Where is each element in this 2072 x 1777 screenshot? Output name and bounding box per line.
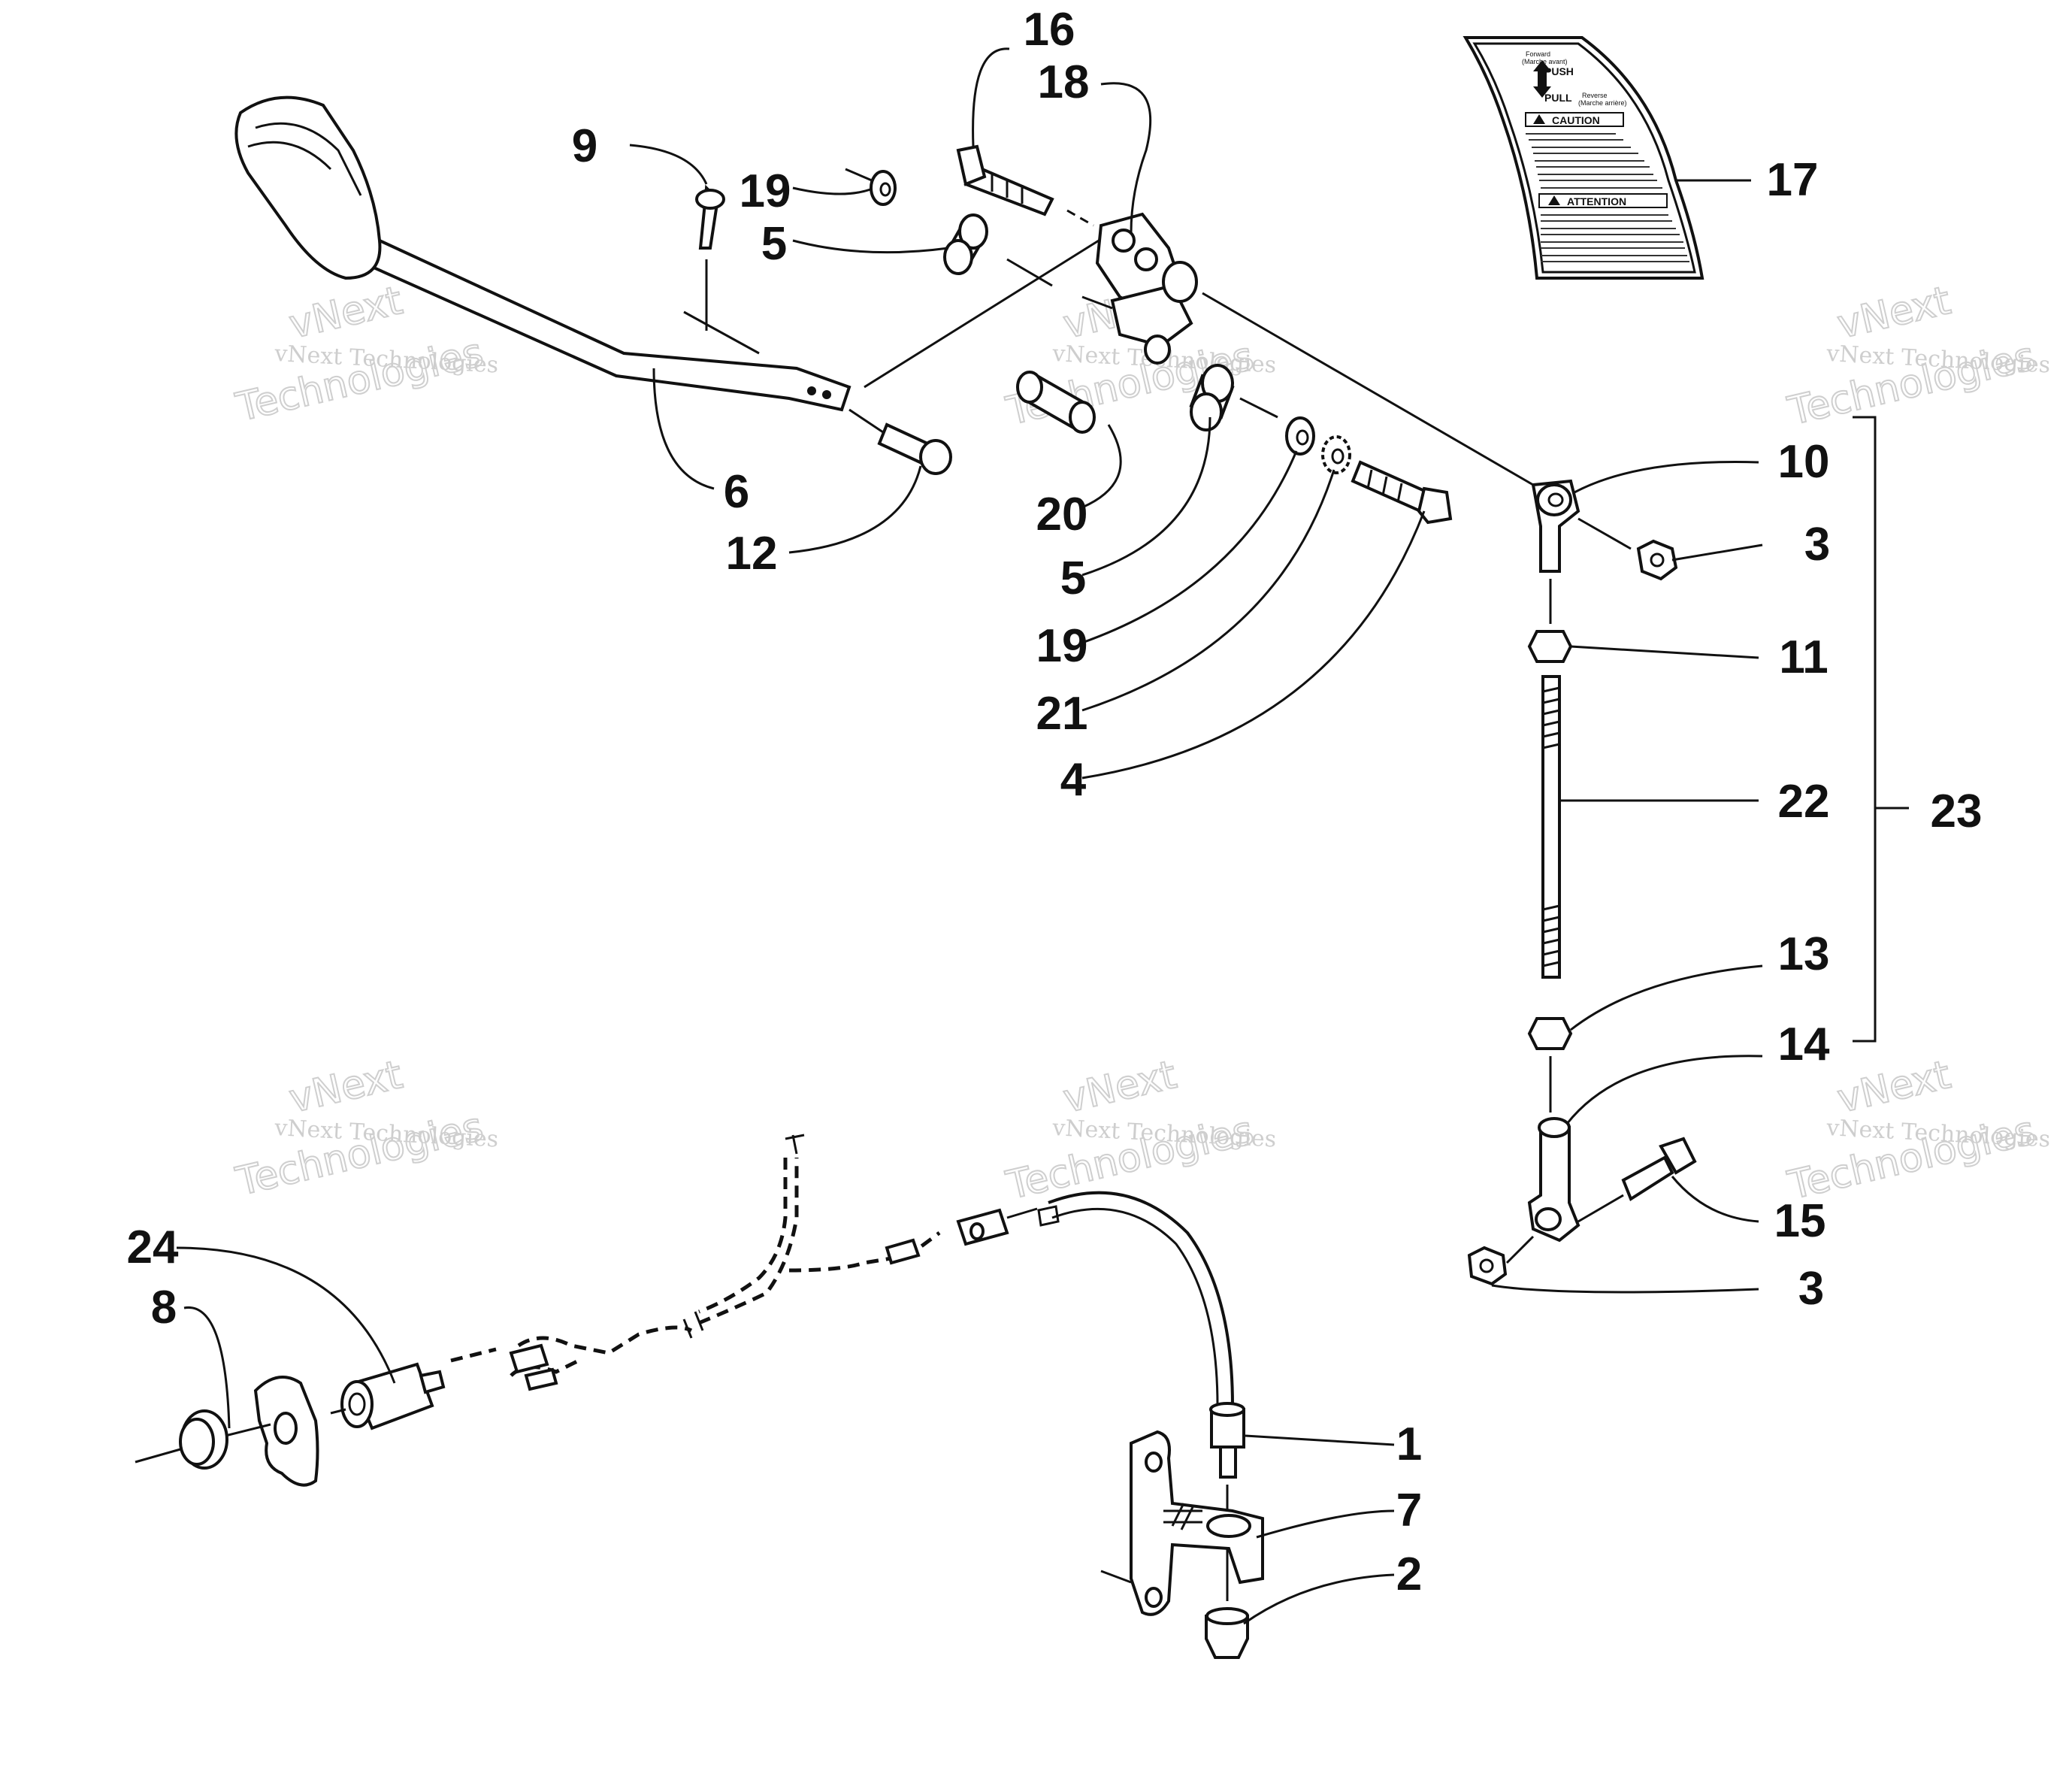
- callout-3-lower: 3: [1798, 1263, 1824, 1315]
- callout-19-lower: 19: [1036, 620, 1088, 672]
- reverse-switch: [330, 1362, 446, 1430]
- nut-lower: [1467, 1235, 1535, 1286]
- spacer-top: [943, 213, 1053, 287]
- callout-10: 10: [1778, 436, 1830, 488]
- decal-attention: ATTENTION: [1567, 195, 1626, 207]
- mounting-plate: [225, 1376, 319, 1487]
- callout-7: 7: [1396, 1485, 1422, 1536]
- lock-washer: [1321, 435, 1351, 474]
- callout-16: 16: [1024, 4, 1075, 56]
- cotter-pin: [695, 184, 725, 316]
- shift-lever: [234, 95, 851, 412]
- jam-nut-lower: [1527, 1017, 1573, 1050]
- sensor-cable: [956, 1191, 1234, 1406]
- watermark-top-right: vNext Technologies vNext Technologies: [1783, 277, 2051, 435]
- callout-9: 9: [572, 120, 597, 172]
- callout-22: 22: [1778, 776, 1830, 828]
- callout-17: 17: [1767, 154, 1819, 206]
- jam-nut-upper: [1527, 630, 1573, 663]
- watermark-large: vNext: [1833, 278, 1955, 348]
- callout-4: 4: [1060, 754, 1087, 806]
- warning-triangle-icon: [1548, 195, 1560, 205]
- callout-8: 8: [151, 1282, 177, 1334]
- rod-end-upper: [1531, 479, 1632, 573]
- callout-3-upper: 3: [1804, 519, 1830, 571]
- callout-21: 21: [1036, 688, 1088, 740]
- callout-15: 15: [1774, 1195, 1826, 1247]
- rod-end-lower: [1527, 1117, 1580, 1243]
- decal-forward: Forward: [1526, 50, 1550, 58]
- callout-2: 2: [1396, 1548, 1422, 1600]
- clevis-pin: [848, 408, 952, 475]
- washer-lower: [1285, 416, 1315, 456]
- decal-pull: PULL: [1544, 92, 1572, 104]
- callout-24: 24: [127, 1221, 179, 1273]
- watermark-large: vNext: [285, 278, 407, 348]
- washer-top: [845, 168, 897, 206]
- watermark-large: vNext: [285, 1052, 407, 1122]
- wiring-harness: [450, 1134, 941, 1391]
- callout-23: 23: [1931, 786, 1983, 837]
- sleeve: [1016, 371, 1096, 434]
- sensor-bracket: [1100, 1430, 1264, 1616]
- callout-5-upper: 5: [761, 218, 787, 270]
- watermark-bottom-right: vNext Technologies vNext Technologies: [1783, 1052, 2051, 1209]
- assembly-bracket: [1853, 416, 1877, 1043]
- callout-18: 18: [1038, 56, 1090, 108]
- leader-lines: [176, 47, 1763, 1625]
- decal-reverse-fr: (Marche arrière): [1578, 99, 1627, 107]
- sensor-nut: [1205, 1607, 1249, 1659]
- arrow-up-down-icon: [1533, 60, 1551, 98]
- assembly-line: [864, 235, 1106, 389]
- threaded-rod: [1541, 675, 1561, 979]
- warning-decal: Forward (Marche avant) PUSH PULL Reverse…: [1462, 36, 1704, 280]
- decal-reverse: Reverse: [1582, 92, 1608, 99]
- spacer-lower: [1189, 364, 1278, 431]
- bolt: [956, 144, 1094, 227]
- assembly-line: [1202, 292, 1534, 486]
- lower-bolt: [1577, 1137, 1697, 1223]
- watermark-large: vNext: [1059, 1052, 1181, 1122]
- callout-13: 13: [1778, 928, 1830, 980]
- callout-5-lower: 5: [1060, 552, 1086, 604]
- watermark-large: vNext: [1833, 1052, 1955, 1122]
- sensor: [1209, 1402, 1245, 1511]
- callout-14: 14: [1778, 1019, 1830, 1070]
- decal-forward-fr: (Marche avant): [1522, 58, 1568, 65]
- callout-19-upper: 19: [740, 165, 791, 217]
- decal-push: PUSH: [1544, 65, 1574, 77]
- bezel-nut: [135, 1409, 228, 1470]
- shift-bracket: [1081, 212, 1198, 365]
- callouts: 16 18 9 19 5 17 6 12 20 5 19 21 4 10 3 1…: [127, 4, 1983, 1600]
- callout-11: 11: [1779, 631, 1829, 683]
- pivot-bolt: [1351, 460, 1453, 525]
- warning-triangle-icon: [1533, 114, 1545, 124]
- callout-20: 20: [1036, 489, 1088, 540]
- watermark-bottom-left: vNext Technologies vNext Technologies: [231, 1052, 499, 1206]
- callout-1: 1: [1396, 1418, 1422, 1470]
- callout-6: 6: [724, 466, 749, 518]
- nut-upper: [1636, 539, 1678, 581]
- watermark-bottom-center: vNext Technologies vNext Technologies: [1001, 1052, 1277, 1209]
- callout-12: 12: [726, 528, 778, 580]
- decal-caution: CAUTION: [1552, 114, 1600, 126]
